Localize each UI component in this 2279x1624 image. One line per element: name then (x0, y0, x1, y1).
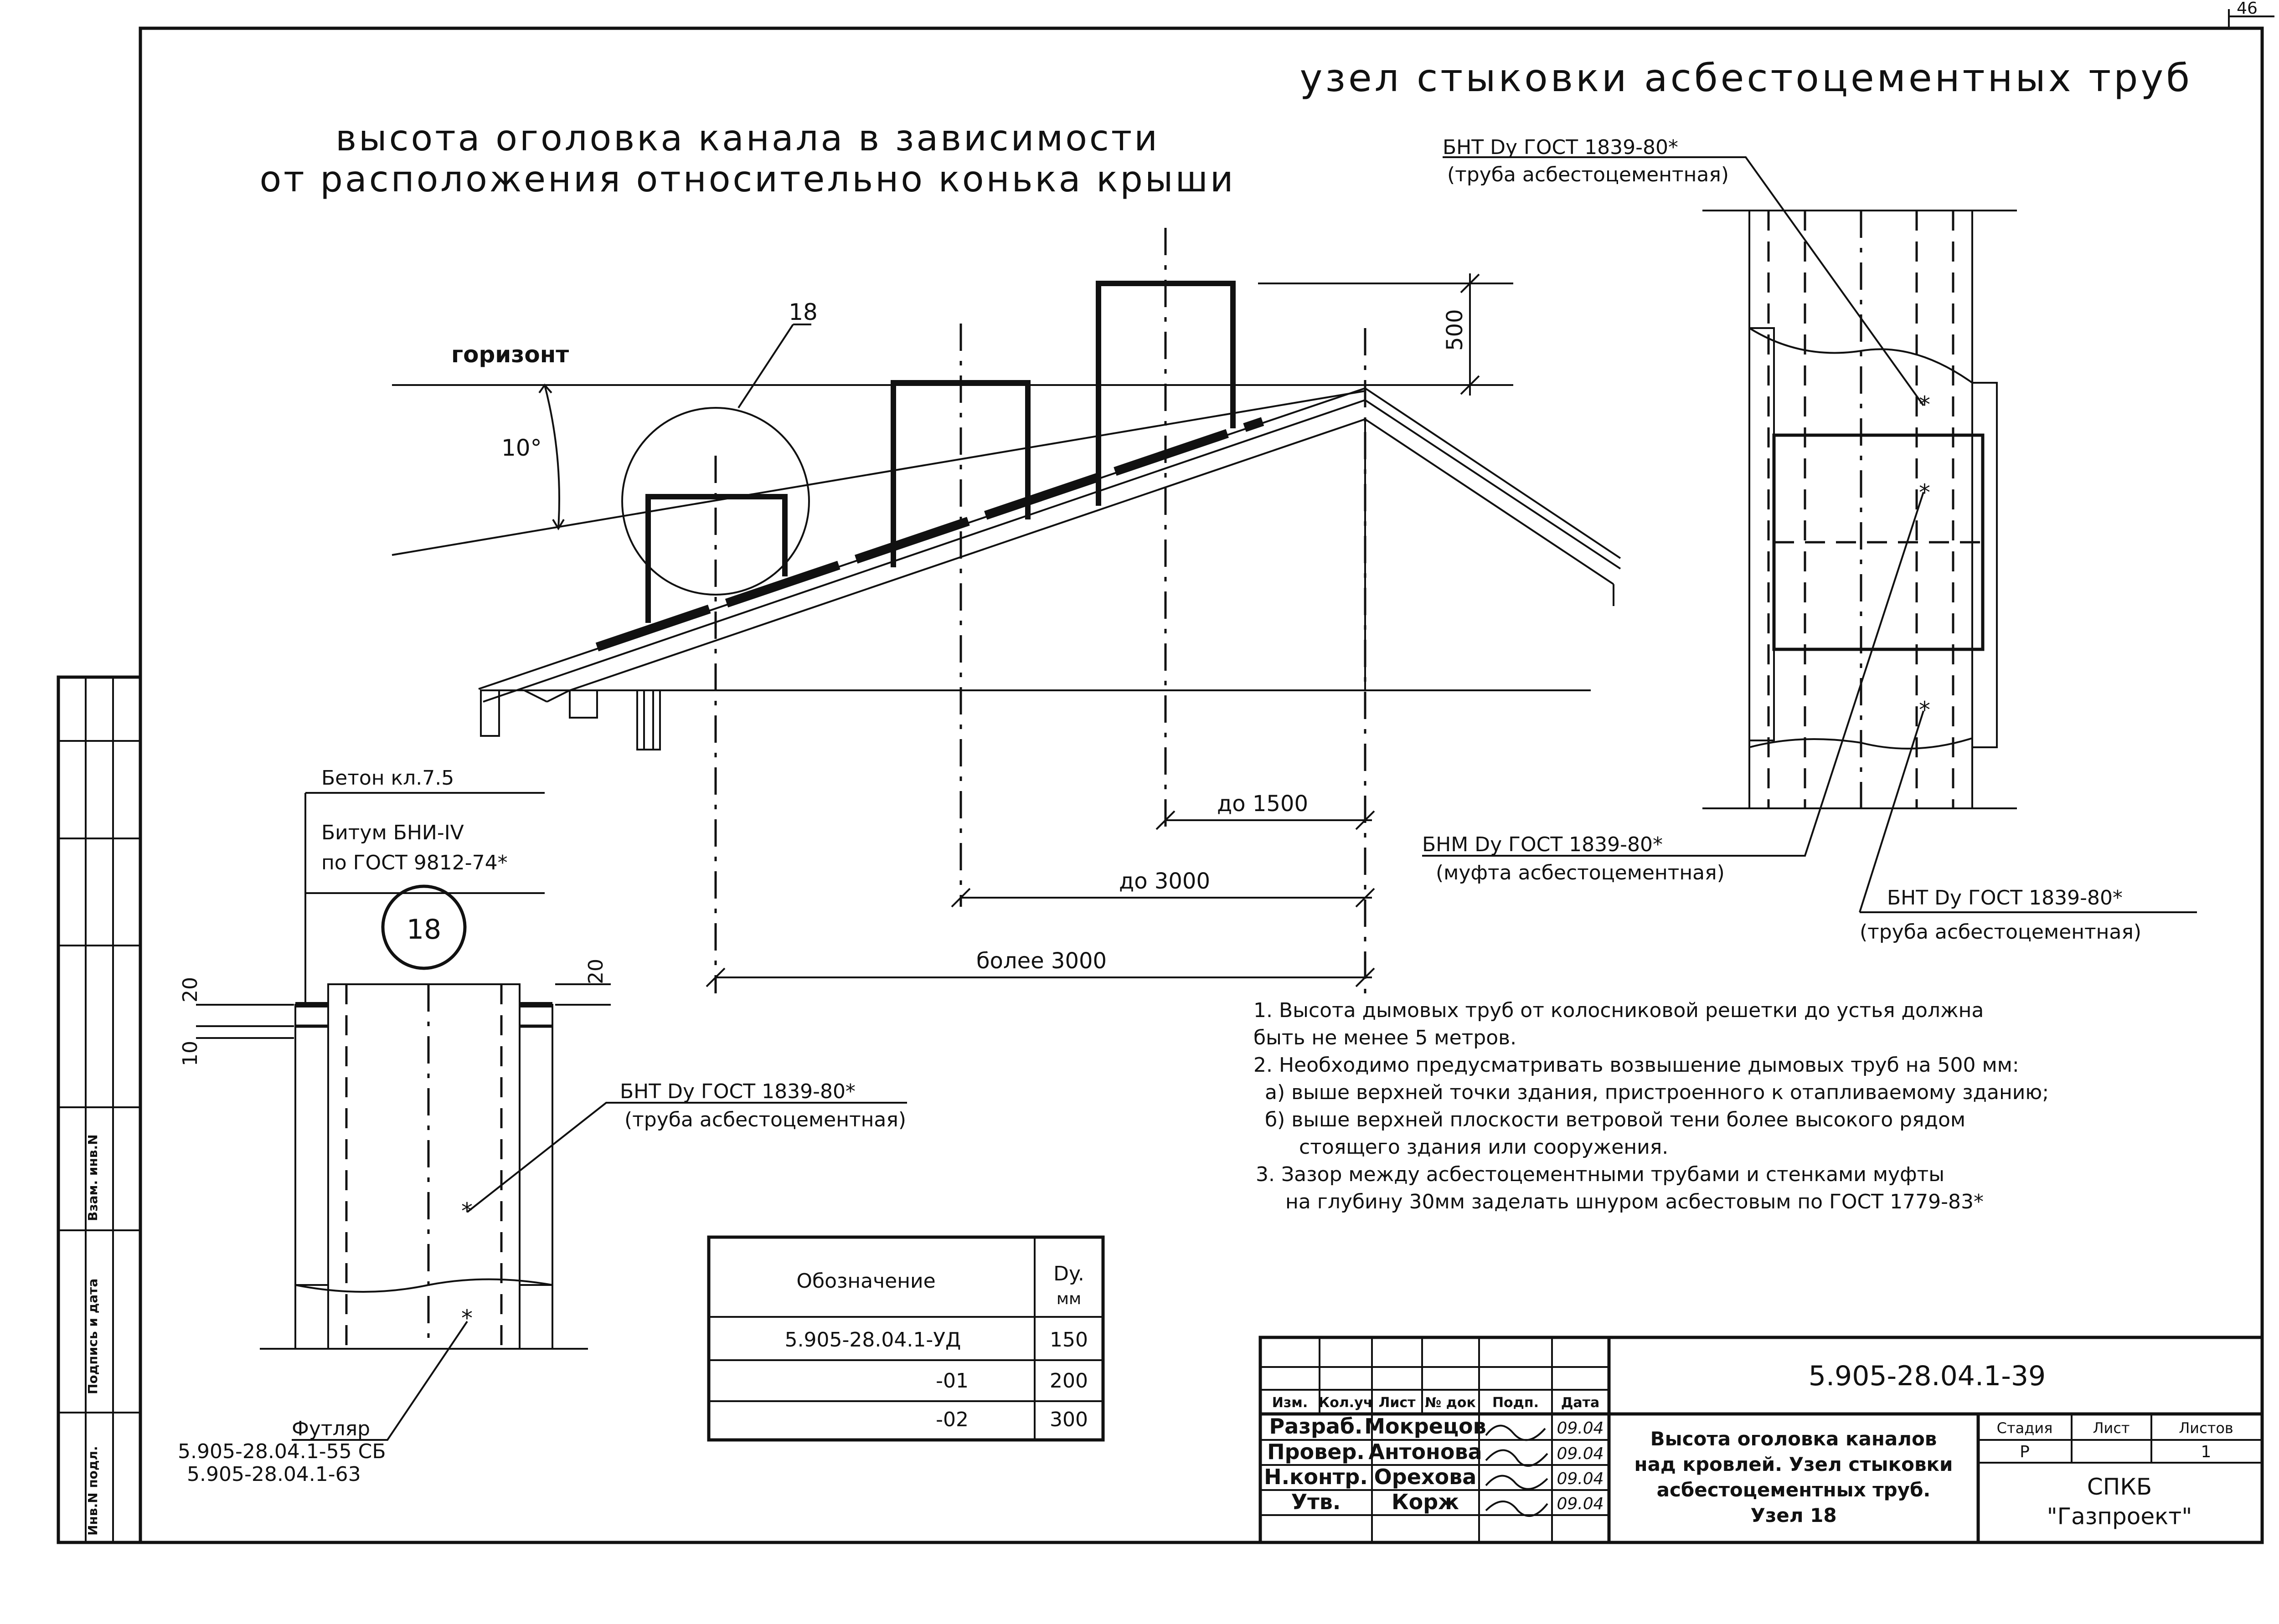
signer-2-date: 09.04 (1557, 1444, 1604, 1463)
node-18-number: 18 (407, 914, 441, 946)
secondary-title-line-2: от расположения относительно конька крыш… (259, 159, 1235, 200)
signer-3-name: Орехова (1374, 1465, 1477, 1489)
node-18-detail: * * (196, 792, 907, 1441)
signer-3-role: Н.контр. (1264, 1465, 1368, 1489)
spec-row-3-designation: -02 (936, 1408, 969, 1431)
side-stamp-field-1: Взам. инв.N (85, 1134, 100, 1221)
roof-callout-number: 18 (789, 299, 818, 325)
note-line-3: 2. Необходимо предусматривать возвышение… (1253, 1054, 2019, 1077)
spec-row-3-dy: 300 (1050, 1408, 1088, 1431)
tb-col-kol: Кол.уч (1319, 1395, 1373, 1411)
dim-20-right: 20 (584, 959, 608, 984)
note-line-6: стоящего здания или сооружения. (1299, 1136, 1668, 1159)
doc-title-line-4: Узел 18 (1750, 1504, 1836, 1526)
joint-label-bottom-line-2: (труба асбестоцементная) (1860, 920, 2141, 944)
svg-text:*: * (461, 1198, 473, 1224)
dim-20-left: 20 (179, 977, 202, 1002)
signer-3-date: 09.04 (1557, 1470, 1604, 1488)
doc-title-line-3: асбестоцементных труб. (1657, 1479, 1931, 1501)
side-stamp (57, 675, 142, 1544)
signer-4-role: Утв. (1291, 1490, 1341, 1514)
dim-10: 10 (179, 1041, 202, 1066)
dim-more-3000: более 3000 (976, 948, 1107, 974)
spec-row-2-designation: -01 (936, 1369, 969, 1393)
node-pipe-label-line-1: БНТ Dy ГОСТ 1839-80* (620, 1080, 856, 1103)
signer-2-name: Антонова (1368, 1439, 1482, 1464)
doc-code: 5.905-28.04.1-39 (1809, 1360, 2046, 1392)
signer-1-name: Мокрецов (1364, 1414, 1486, 1439)
tb-col-sign: Подп. (1492, 1395, 1539, 1411)
joint-detail: * * * (1422, 156, 2197, 913)
tb-col-izm: Изм. (1272, 1395, 1308, 1411)
sheets-header: Листов (2179, 1419, 2233, 1437)
horizon-label: горизонт (451, 341, 569, 368)
sheet-frame (139, 9, 2274, 1544)
sheets-value: 1 (2201, 1443, 2212, 1461)
title-block (1258, 1336, 2264, 1544)
spec-row-1-dy: 150 (1050, 1328, 1088, 1352)
signer-2-role: Провер. (1267, 1439, 1365, 1464)
signer-1-role: Разраб. (1269, 1414, 1362, 1439)
joint-label-middle-line-1: БНМ Dy ГОСТ 1839-80* (1422, 833, 1663, 856)
sheet-header: Лист (2093, 1419, 2129, 1437)
dim-to-3000: до 3000 (1119, 869, 1210, 894)
stage-header: Стадия (1997, 1419, 2053, 1437)
bitumen-line-1: Битум БНИ-IV (321, 821, 464, 844)
spec-header-mm: мм (1057, 1290, 1081, 1308)
spec-row-1-designation: 5.905-28.04.1-УД (785, 1328, 961, 1352)
org-line-2: "Газпроект" (2047, 1503, 2192, 1530)
svg-text:*: * (461, 1305, 473, 1331)
case-label-line-3: 5.905-28.04.1-63 (187, 1463, 361, 1486)
tb-col-list: Лист (1378, 1395, 1416, 1411)
spec-header-designation: Обозначение (796, 1269, 935, 1293)
bitumen-line-2: по ГОСТ 9812-74* (321, 851, 508, 874)
stage-value: Р (2020, 1443, 2030, 1461)
svg-text:*: * (1919, 697, 1930, 723)
angle-label: 10° (501, 435, 542, 461)
main-title: узел стыковки асбестоцементных труб (1300, 56, 2192, 100)
tb-col-doc: № док (1425, 1395, 1476, 1411)
roof-diagram (392, 228, 1621, 993)
joint-label-top-line-1: БНТ Dy ГОСТ 1839-80* (1443, 136, 1678, 159)
case-label-line-2: 5.905-28.04.1-55 СБ (178, 1440, 386, 1463)
org-line-1: СПКБ (2087, 1474, 2152, 1500)
case-label-line-1: Футляр (292, 1417, 370, 1440)
sheet-number: 46 (2237, 0, 2258, 18)
note-line-5: б) выше верхней плоскости ветровой тени … (1265, 1108, 1965, 1131)
note-line-1: 1. Высота дымовых труб от колосниковой р… (1253, 999, 1984, 1022)
dim-500: 500 (1442, 309, 1468, 351)
signer-1-date: 09.04 (1557, 1419, 1604, 1438)
node-pipe-label-line-2: (труба асбестоцементная) (624, 1108, 906, 1131)
side-stamp-field-3: Инв.N подл. (85, 1446, 100, 1536)
notes: 1. Высота дымовых труб от колосниковой р… (1253, 999, 2049, 1213)
note-line-7: 3. Зазор между асбестоцементными трубами… (1256, 1163, 1944, 1186)
joint-label-middle-line-2: (муфта асбестоцементная) (1436, 861, 1725, 884)
spec-row-2-dy: 200 (1050, 1369, 1088, 1393)
svg-text:*: * (1919, 479, 1930, 506)
doc-title-line-2: над кровлей. Узел стыковки (1634, 1453, 1953, 1475)
concrete-label: Бетон кл.7.5 (321, 766, 454, 790)
signer-4-date: 09.04 (1557, 1495, 1604, 1513)
doc-title-line-1: Высота оголовка каналов (1650, 1428, 1937, 1450)
side-stamp-field-2: Подпись и дата (85, 1279, 100, 1394)
note-line-4: а) выше верхней точки здания, пристроенн… (1265, 1081, 2049, 1104)
tb-col-date: Дата (1561, 1395, 1600, 1411)
note-line-8: на глубину 30мм заделать шнуром асбестов… (1285, 1190, 1984, 1213)
svg-text:*: * (1919, 391, 1930, 418)
dim-to-1500: до 1500 (1217, 791, 1308, 817)
note-line-2: быть не менее 5 метров. (1253, 1026, 1516, 1049)
signer-4-name: Корж (1392, 1490, 1459, 1514)
spec-header-dy: Dy. (1053, 1262, 1084, 1285)
secondary-title-line-1: высота оголовка канала в зависимости (335, 118, 1160, 159)
joint-label-bottom-line-1: БНТ Dy ГОСТ 1839-80* (1887, 886, 2123, 910)
joint-label-top-line-2: (труба асбестоцементная) (1447, 163, 1729, 186)
spec-table (707, 1235, 1105, 1442)
